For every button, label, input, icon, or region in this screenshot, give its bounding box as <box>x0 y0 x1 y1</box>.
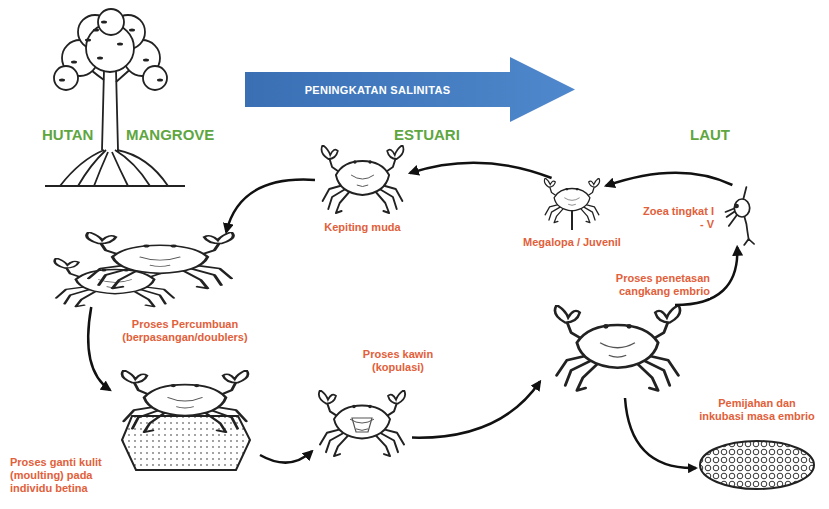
cycle-arrow <box>226 180 315 232</box>
stage-caption: Proses kawin (kopulasi) <box>350 348 446 374</box>
life-stage: Kepiting muda <box>315 145 410 215</box>
stage-caption: Proses Percumbuan (berpasangan/doublers) <box>100 318 270 344</box>
cycle-arrow <box>606 173 732 186</box>
process-label: Proses penetasan cangkang embrio <box>585 272 710 298</box>
banner-text: PENINGKATAN SALINITAS <box>305 84 451 96</box>
stage-caption: Pemijahan dan inkubasi masa embrio <box>698 397 816 423</box>
mangrove-tree <box>45 9 185 186</box>
zone-label: LAUT <box>688 126 732 143</box>
crab-abdomen <box>352 418 372 432</box>
zone-label: MANGROVE <box>124 126 216 143</box>
egg-mass <box>700 441 814 489</box>
arrow-body <box>245 57 575 122</box>
life-stage: Zoea tingkat I - V <box>718 185 766 247</box>
zone-label: HUTAN <box>40 126 95 143</box>
cycle-arrow <box>410 163 552 178</box>
crab-drawing <box>322 145 404 213</box>
crab-drawing <box>122 370 248 432</box>
salinity-arrow: PENINGKATAN SALINITAS <box>245 57 575 122</box>
molted-shell <box>122 416 250 470</box>
egg-arrow <box>625 398 696 468</box>
crab-drawing <box>87 232 234 288</box>
life-stage: Pemijahan dan inkubasi masa embrio <box>540 305 690 395</box>
life-stage: Proses Percumbuan (berpasangan/doublers) <box>35 232 260 307</box>
stage-caption: Megalopa / Juvenil <box>508 236 636 249</box>
cycle-arrow <box>412 382 540 438</box>
banner-text-wrap: PENINGKATAN SALINITAS <box>245 72 510 107</box>
stage-caption: Zoea tingkat I - V <box>638 205 714 231</box>
stage-caption: Proses ganti kulit (moulting) pada indiv… <box>10 456 122 495</box>
cycle-arrow <box>88 307 110 390</box>
zone-label: ESTUARI <box>392 126 462 143</box>
stage-caption: Kepiting muda <box>305 221 420 234</box>
cycle-arrow <box>260 451 312 462</box>
life-stage: Proses kawin (kopulasi) <box>312 390 412 458</box>
zoea-drawing <box>726 187 755 245</box>
crab-drawing <box>319 390 405 456</box>
life-stage: Proses ganti kulit (moulting) pada indiv… <box>110 370 260 470</box>
megalopa-tail <box>571 210 573 230</box>
life-stage: Megalopa / Juvenil <box>538 178 606 230</box>
crab-drawing <box>555 305 680 390</box>
